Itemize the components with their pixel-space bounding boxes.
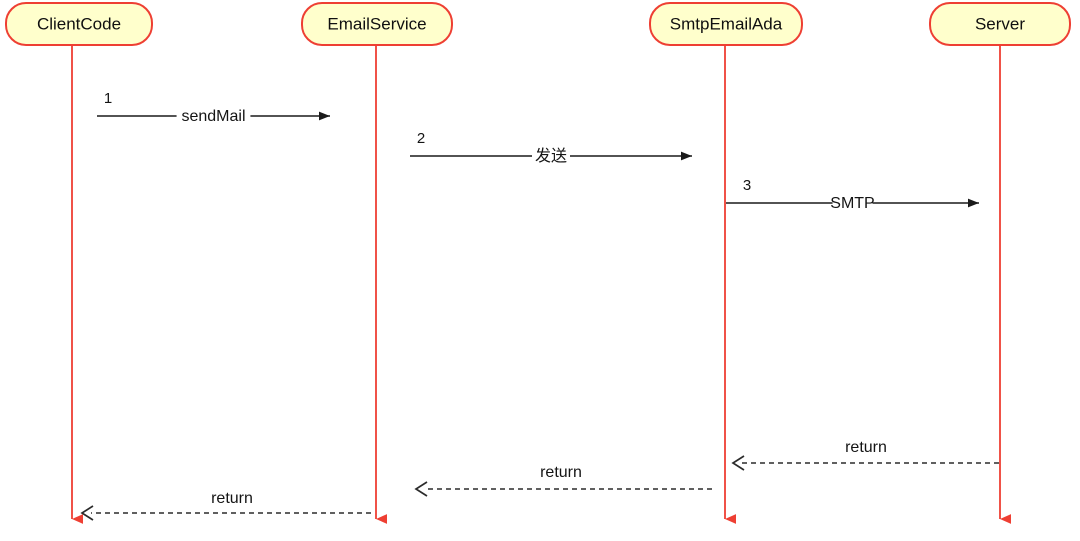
message-label: SMTP [830,195,874,212]
participant-box [5,2,153,46]
message-call-1[interactable]: sendMail 1 [97,90,330,125]
return-label: return [845,439,887,456]
participant-emailservice[interactable]: EmailService [301,2,453,46]
message-sequence-number: 2 [417,130,425,147]
return-arrowhead-icon [80,505,94,521]
return-label: return [211,490,253,507]
participant-label: SmtpEmailAda [670,14,783,33]
message-label: 发送 [535,147,567,165]
message-return-4[interactable]: return [731,439,999,471]
participant-box [649,2,803,46]
message-return-6[interactable]: return [80,490,371,521]
participant-label: Server [975,14,1025,33]
participant-smtpemailada[interactable]: SmtpEmailAda [649,2,803,46]
participants-layer: ClientCode EmailService SmtpEmailAda Server [5,2,1071,46]
return-arrowhead-icon [731,455,745,471]
return-label: return [540,464,582,481]
message-sequence-number: 1 [104,90,112,107]
participant-box [301,2,453,46]
participant-label: EmailService [327,14,426,33]
message-label: sendMail [181,108,245,125]
lifelines-layer [71,45,1011,524]
message-sequence-number: 3 [743,177,751,194]
participant-label: ClientCode [37,14,121,33]
message-return-5[interactable]: return [414,464,712,497]
participant-clientcode[interactable]: ClientCode [5,2,153,46]
message-call-2[interactable]: 发送 2 [410,130,692,165]
message-call-3[interactable]: SMTP 3 [726,177,979,212]
return-arrowhead-icon [414,481,428,497]
participant-server[interactable]: Server [929,2,1071,46]
